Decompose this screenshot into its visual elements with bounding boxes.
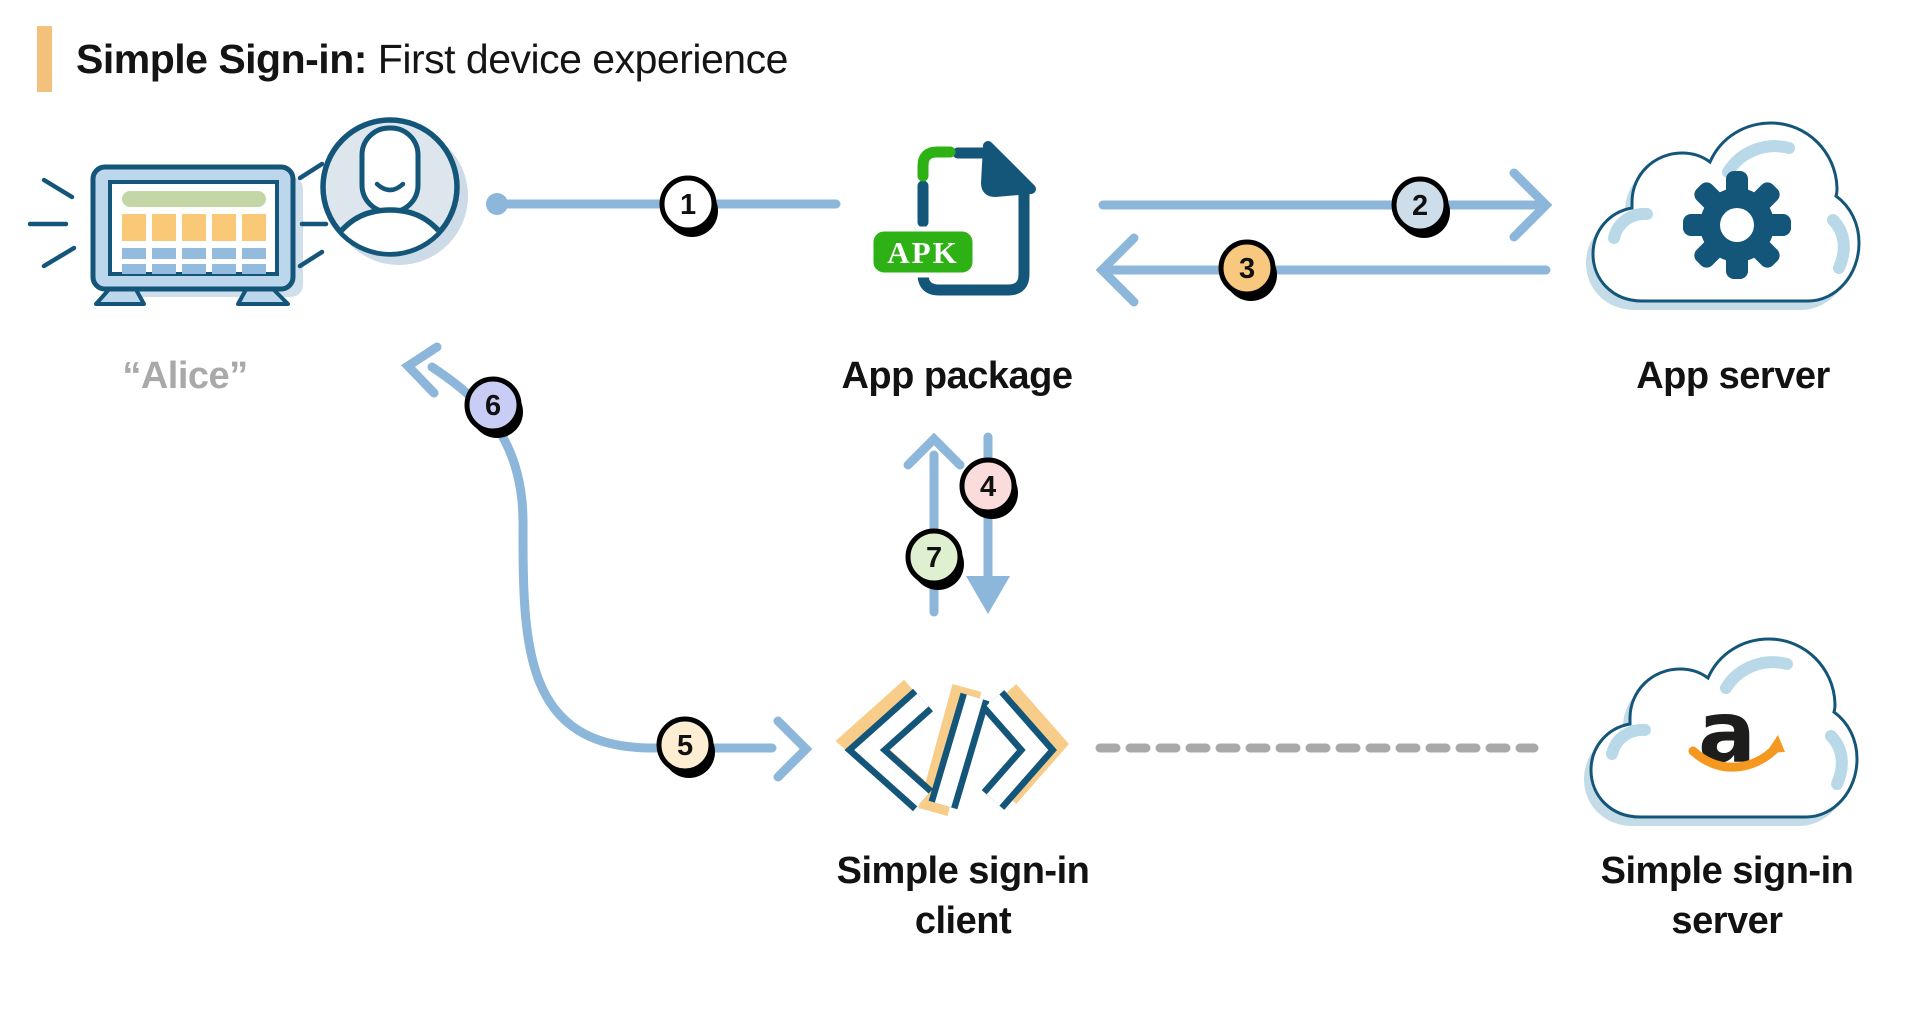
title-rest: First device experience [366, 35, 789, 82]
step-badge-1: 1 [659, 175, 718, 237]
step-badge-3: 3 [1218, 239, 1277, 301]
arrowhead-to-client [773, 716, 813, 782]
cloud-accents [1606, 656, 1848, 790]
app-package-label: App package [841, 355, 1073, 397]
sss-client-label-line1: Simple sign-in [836, 850, 1090, 892]
arrow-step-2 [1098, 168, 1553, 242]
amazon-smile [1688, 743, 1781, 772]
gear-icon [1683, 171, 1791, 279]
tv-hero-row [122, 191, 266, 207]
sss-client-label: Simple sign-in client [837, 846, 1090, 946]
svg-text:6: 6 [485, 390, 501, 422]
tv-device-icon [27, 161, 329, 306]
sss-server-cloud-icon: a [1584, 637, 1859, 826]
step-badge-7: 7 [905, 528, 964, 590]
svg-text:3: 3 [1239, 253, 1255, 285]
app-server-cloud-icon [1586, 121, 1861, 310]
amazon-smile-tip [1766, 735, 1785, 753]
apk-green-corner [917, 146, 956, 182]
svg-text:1: 1 [680, 189, 696, 221]
svg-text:4: 4 [980, 471, 996, 503]
svg-text:5: 5 [677, 730, 693, 762]
title-strong: Simple Sign-in: [76, 35, 367, 82]
svg-text:7: 7 [926, 542, 942, 574]
amazon-logo: a [1688, 683, 1785, 783]
tv-glow-lines [27, 161, 329, 269]
avatar-smile [374, 181, 406, 193]
app-server-label: App server [1636, 355, 1830, 397]
svg-text:2: 2 [1412, 190, 1428, 222]
sss-server-label-line1: Simple sign-in [1600, 850, 1854, 892]
app-package-apk-icon: APK [868, 141, 1036, 296]
step-badge-6: 6 [464, 376, 523, 438]
cloud-accents [1608, 140, 1850, 274]
sss-client-label-line2: client [914, 900, 1012, 943]
tv-blue-tiles [122, 248, 266, 274]
sss-server-label-line2: server [1671, 900, 1783, 943]
tv-orange-tiles [122, 214, 266, 241]
arrowhead-to-user [400, 342, 442, 398]
apk-badge [868, 226, 978, 278]
sss-server-label: Simple sign-in server [1601, 846, 1854, 946]
user-label: “Alice” [122, 355, 248, 397]
sss-client-code-icon [835, 679, 1069, 816]
step-badge-2: 2 [1391, 176, 1450, 238]
arrow-step-3 [1095, 233, 1551, 307]
step-badge-5: 5 [656, 716, 715, 778]
page-title: Simple Sign-in: First device experience [76, 36, 788, 83]
user-avatar-icon [320, 117, 468, 265]
apk-badge-text: APK [887, 235, 958, 270]
title-accent-bar [37, 26, 52, 92]
diagram-title: Simple Sign-in: First device experience [37, 26, 788, 92]
step-badge-4: 4 [959, 457, 1018, 519]
